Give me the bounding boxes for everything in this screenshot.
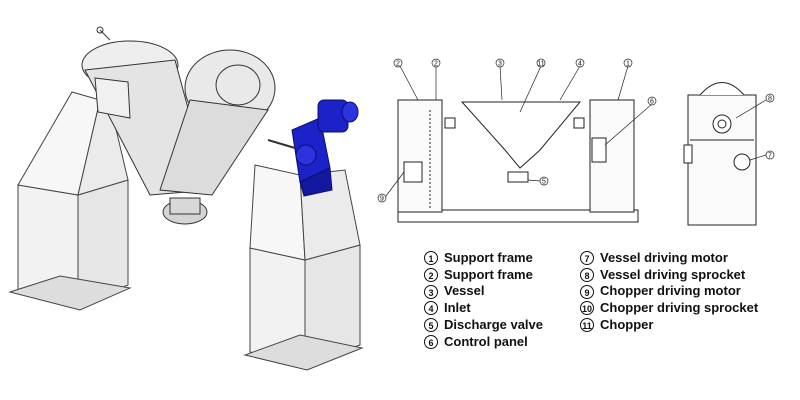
legend-number: 3 [424, 284, 438, 299]
front-callout-7: 6 [650, 99, 654, 106]
legend-number: 1 [424, 251, 438, 266]
front-callout-3: 3 [498, 61, 502, 68]
legend-item: 4 Inlet [424, 300, 543, 317]
legend-item: 7 Vessel driving motor [580, 250, 758, 267]
legend-label: Support frame [444, 266, 533, 282]
front-callout-5: 4 [578, 61, 582, 68]
legend-label: Inlet [444, 300, 471, 316]
legend-number: 11 [580, 318, 594, 333]
front-callout-6: 1 [626, 61, 630, 68]
legend-label: Discharge valve [444, 316, 544, 332]
legend-number: 7 [580, 251, 594, 266]
legend-number: 6 [424, 334, 438, 349]
legend-item: 11 Chopper [580, 317, 758, 334]
front-callout-2: 2 [434, 61, 438, 68]
side-callout-2: 7 [768, 153, 772, 160]
legend-label: Chopper driving motor [600, 283, 741, 299]
left-support-frame [8, 91, 132, 311]
legend-label: Vessel driving motor [600, 250, 728, 265]
legend-label: Chopper [600, 316, 654, 332]
front-callout-1: 2 [396, 61, 400, 68]
legend-number: 4 [424, 301, 438, 316]
legend-number: 9 [580, 284, 594, 299]
legend-item: 3 Vessel [424, 283, 543, 300]
legend-item: 9 Chopper driving motor [580, 283, 758, 300]
front-callout-4: 11 [537, 61, 544, 68]
legend-label: Chopper driving sprocket [600, 300, 759, 316]
legend-label: Vessel driving sprocket [600, 266, 746, 282]
legend-right-column: 7 Vessel driving motor 8 Vessel driving spr… [580, 250, 758, 334]
legend-number: 5 [424, 318, 438, 333]
legend-item: 10 Chopper driving sprocket [580, 300, 758, 317]
front-callout-9: 9 [380, 196, 384, 203]
legend-label: Support frame [444, 250, 533, 265]
legend-number: 10 [580, 301, 594, 316]
legend-item: 2 Support frame [424, 267, 543, 284]
front-callout-8: 5 [542, 179, 546, 186]
right-support-frame [243, 164, 364, 371]
vessel-driving-motor-3d [291, 99, 359, 197]
legend-number: 2 [424, 268, 438, 283]
v-vessel [81, 26, 276, 225]
legend-label: Control panel [444, 333, 528, 349]
legend-item: 5 Discharge valve [424, 317, 543, 334]
legend-label: Vessel [444, 283, 485, 299]
legend-number: 8 [580, 268, 594, 283]
legend-item: 1 Support frame [424, 250, 543, 267]
legend-item: 8 Vessel driving sprocket [580, 267, 758, 284]
legend-item: 6 Control panel [424, 334, 543, 351]
side-callout-1: 8 [768, 96, 772, 103]
